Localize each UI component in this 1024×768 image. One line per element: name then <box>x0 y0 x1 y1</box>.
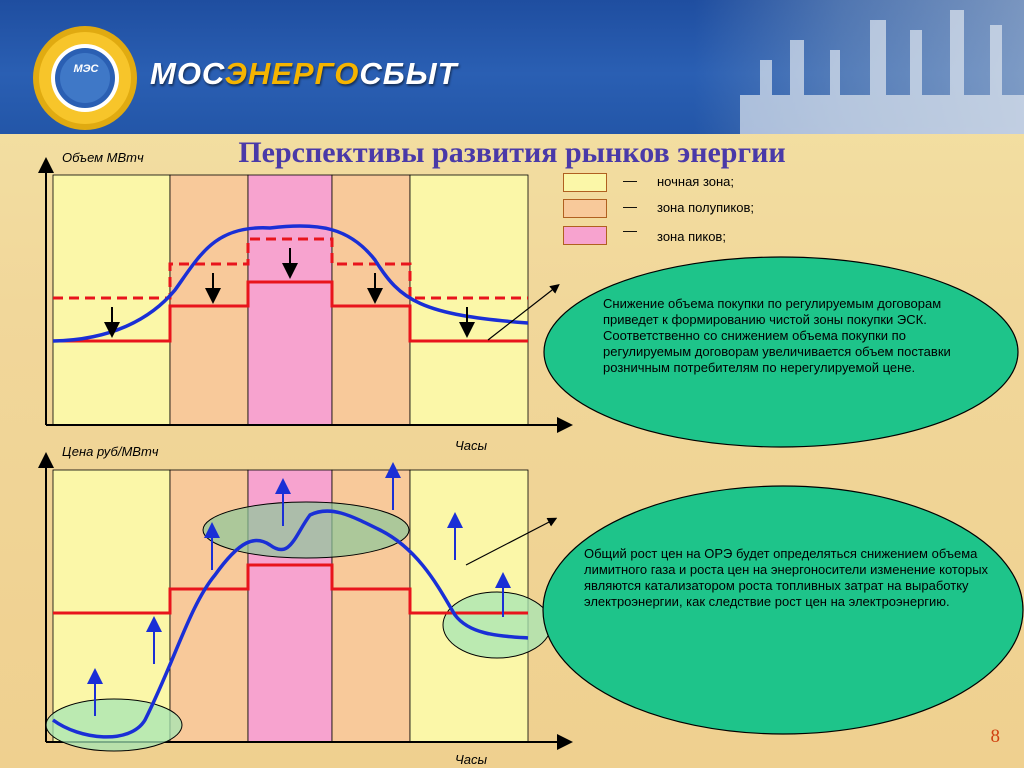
logo-sun-icon <box>33 26 137 130</box>
callout-ellipse-bottom <box>542 485 1024 735</box>
legend-dash-night: — <box>623 172 637 188</box>
bottom-y-axis-label: Цена руб/МВтч <box>62 444 159 459</box>
page-title: Перспективы развития рынков энергии <box>238 136 786 169</box>
note-price: Общий рост цен на ОРЭ будет определяться… <box>584 546 989 609</box>
brand-part2: ЭНЕРГО <box>224 56 360 91</box>
top-volume-curve <box>52 224 529 343</box>
page-number: 8 <box>990 726 1001 747</box>
brand-part3: СБЫТ <box>359 56 458 91</box>
plant-silhouette-icon <box>740 10 1024 134</box>
legend-swatch-night <box>563 173 607 192</box>
legend-label-peak: зона пиков; <box>657 229 726 244</box>
logo-text: МЭС <box>73 63 99 75</box>
header-banner: МЭС МОСЭНЕРГОСБЫТ <box>0 0 1024 134</box>
note-volume: Снижение объема покупки по регулируемым … <box>603 296 951 375</box>
legend-label-half-peak: зона полупиков; <box>657 200 755 215</box>
ellipse-night-right <box>442 591 552 659</box>
legend-dash-half-peak: — <box>623 198 637 214</box>
top-chart-zones <box>52 174 529 426</box>
brand-name: МОСЭНЕРГОСБЫТ <box>150 56 458 92</box>
callout-ellipse-top <box>543 256 1019 448</box>
top-x-axis-label: Часы <box>455 438 488 453</box>
bottom-price-curve <box>51 509 529 739</box>
pointer-line-bottom <box>465 517 558 566</box>
brand-part1: МОС <box>150 56 225 91</box>
legend-dash-peak: — <box>623 222 637 238</box>
legend-label-night: ночная зона; <box>657 174 735 189</box>
pointer-line-top <box>487 284 560 341</box>
ellipse-peak <box>202 501 410 559</box>
top-dashed-step <box>53 237 528 300</box>
legend-swatch-peak <box>563 226 607 245</box>
top-solid-step <box>53 280 528 343</box>
bottom-price-step <box>53 563 528 615</box>
ellipse-night-left <box>45 698 183 752</box>
header-decor <box>33 10 1024 134</box>
top-y-axis-label: Объем МВтч <box>62 150 144 165</box>
legend-swatch-half-peak <box>563 199 607 218</box>
bottom-x-axis-label: Часы <box>455 752 488 767</box>
